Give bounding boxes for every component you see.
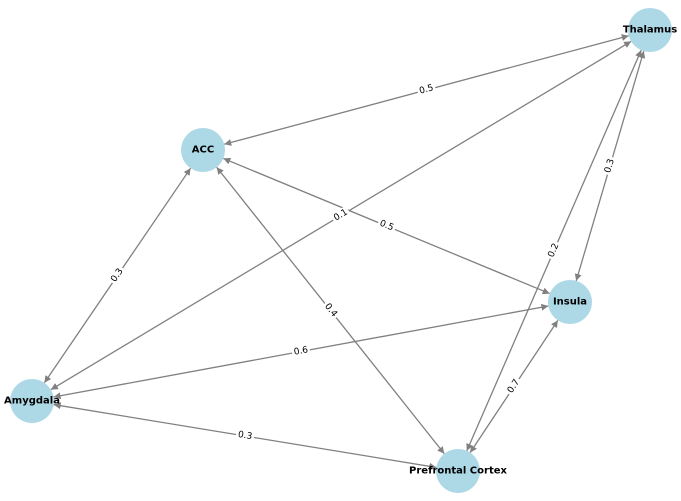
edge-label-background	[235, 428, 255, 444]
node-circle	[10, 379, 54, 423]
node-circle	[436, 449, 480, 493]
edge-label-thalamus-insula: 0.3	[601, 155, 619, 177]
node-label: Insula	[553, 297, 587, 308]
edge-label-background	[320, 299, 341, 322]
node-pfc: Prefrontal Cortex	[409, 449, 508, 493]
node-thalamus: Thalamus	[623, 8, 677, 52]
edge-label-background	[330, 205, 352, 226]
node-acc: ACC	[181, 128, 225, 172]
edge-label-acc-pfc: 0.4	[320, 299, 341, 322]
edge-weight-label: 0.3	[603, 158, 617, 175]
node-label: Thalamus	[623, 25, 677, 36]
edge-label-amygdala-pfc: 0.3	[235, 428, 255, 444]
edge-weight-label: 0.5	[418, 83, 434, 96]
edge-label-thalamus-amygdala: 0.1	[330, 205, 352, 226]
node-label: Amygdala	[4, 396, 60, 407]
node-circle	[548, 280, 592, 324]
node-circle	[628, 8, 672, 52]
edge-label-acc-thalamus: 0.5	[416, 81, 437, 99]
node-circle	[181, 128, 225, 172]
node-insula: Insula	[548, 280, 592, 324]
edge-weight-label: 0.6	[293, 345, 309, 357]
edge-label-background	[504, 375, 524, 398]
edge-label-background	[375, 217, 398, 235]
edge-label-background	[291, 343, 311, 360]
edge-label-thalamus-pfc: 0.2	[544, 239, 564, 262]
node-label: ACC	[192, 145, 214, 156]
edge-label-background	[544, 239, 564, 262]
node-label: Prefrontal Cortex	[409, 466, 507, 477]
edge-label-acc-amygdala: 0.3	[107, 264, 128, 287]
edge-label-acc-insula: 0.5	[375, 217, 398, 235]
edge-label-insula-amygdala: 0.6	[291, 343, 311, 360]
edge-label-background	[107, 264, 128, 287]
edge-label-background	[601, 155, 619, 177]
edge-weight-label: 0.3	[237, 430, 253, 442]
node-amygdala: Amygdala	[4, 379, 60, 423]
edge-label-insula-pfc: 0.7	[504, 375, 524, 398]
edge-label-background	[416, 81, 437, 99]
edge-labels-layer: 0.5 0.5 0.3 0.4 0.3 0.1 0.2 0.6 0.7 0.3	[107, 81, 619, 444]
